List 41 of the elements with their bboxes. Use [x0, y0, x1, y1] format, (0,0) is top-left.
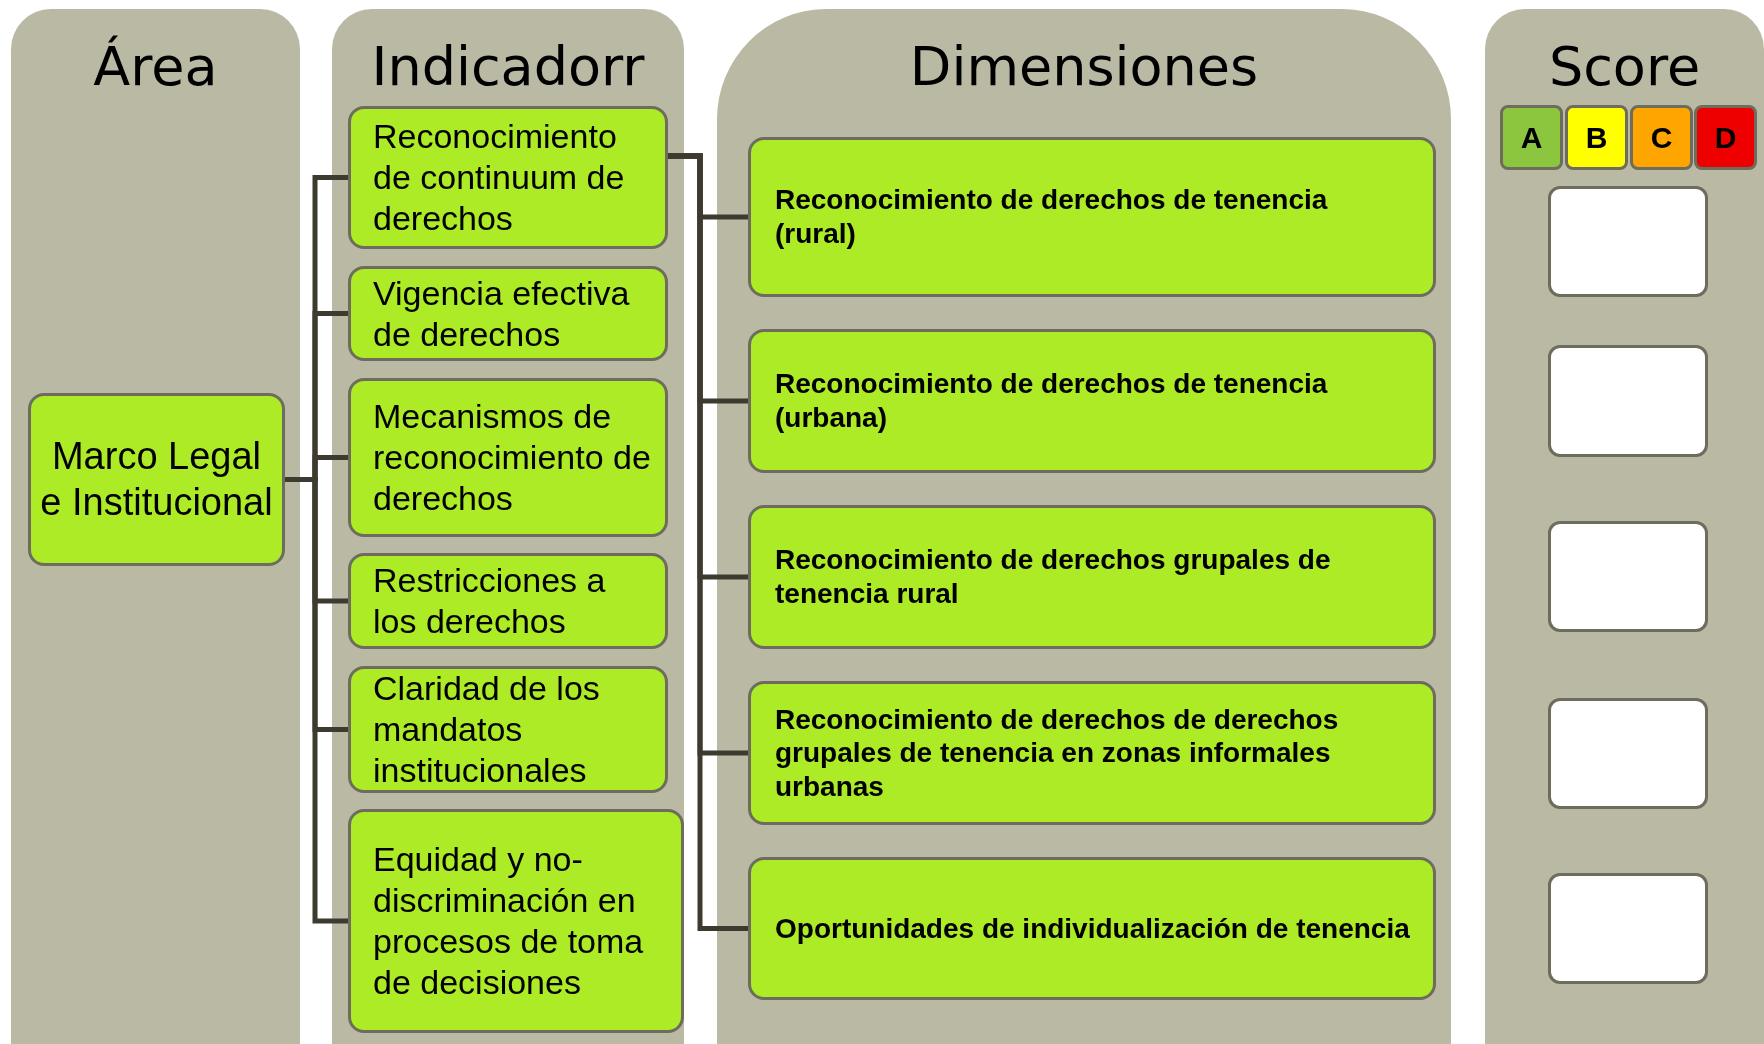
dimension-text: Reconocimiento de derechos de tenencia (urbana)	[775, 367, 1329, 435]
dimension-text: Reconocimiento de derechos grupales de tenencia rural	[775, 543, 1332, 611]
process-box	[748, 137, 1436, 297]
box-text: Claridad de los mandatos institucionales	[373, 668, 601, 791]
process-box	[348, 378, 668, 537]
blank-score-box	[1548, 186, 1708, 297]
process-box	[348, 553, 668, 649]
blank-score-box	[1548, 698, 1708, 809]
column-panel	[332, 9, 684, 1044]
box-text: Mecanismos de reconocimiento de derechos	[373, 396, 652, 519]
column-panel	[11, 9, 300, 1044]
box-text: Restricciones a los derechos	[373, 560, 607, 642]
process-box	[748, 329, 1436, 473]
column-panel	[717, 9, 1451, 1044]
process-box	[348, 666, 668, 793]
blank-score-box	[1548, 521, 1708, 632]
blank-score-box	[1548, 873, 1708, 984]
process-box	[748, 857, 1436, 1000]
box-text: Reconocimiento de continuum de derechos	[373, 116, 626, 239]
dimension-text: Reconocimiento de derechos de tenencia (rural)	[775, 183, 1329, 251]
score-grade-swatch: C	[1630, 105, 1693, 170]
score-grade-swatch: A	[1500, 105, 1563, 170]
process-box	[748, 505, 1436, 649]
column-panel	[1485, 9, 1764, 1044]
score-grade-swatch: D	[1694, 105, 1757, 170]
process-box	[28, 393, 285, 566]
column-heading: Indicadorr	[370, 35, 646, 98]
column-heading: Área	[92, 35, 219, 98]
column-heading: Score	[1547, 35, 1702, 98]
dimension-text: Reconocimiento de derechos de derechos grupales de tenencia en zonas informales urbanas	[775, 702, 1340, 804]
process-box	[748, 681, 1436, 825]
box-text: Vigencia efectiva de derechos	[373, 272, 631, 355]
box-text: Marco Legal e Institucional	[39, 433, 274, 525]
process-box	[348, 809, 684, 1033]
process-box	[348, 106, 668, 249]
process-box	[348, 266, 668, 361]
column-heading: Dimensiones	[908, 35, 1260, 98]
blank-score-box	[1548, 345, 1708, 457]
box-text: Equidad y no-discriminación en procesos de toma de decisiones	[373, 839, 645, 1003]
score-grade-swatch: B	[1565, 105, 1628, 170]
dimension-text: Oportunidades de individualización de tenencia	[775, 911, 1410, 946]
